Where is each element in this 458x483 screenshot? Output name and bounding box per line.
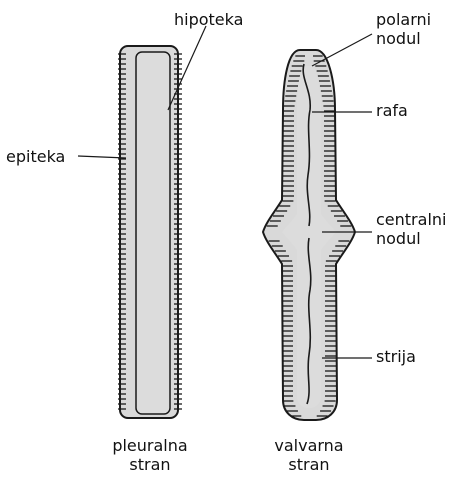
label-polarni-nodul-line2: nodul bbox=[376, 29, 431, 48]
hypotheca-band bbox=[136, 52, 170, 414]
caption-valvar-line2: stran bbox=[249, 455, 369, 474]
label-centralni-nodul-line2: nodul bbox=[376, 229, 446, 248]
label-centralni-nodul-line1: centralni bbox=[376, 210, 446, 229]
label-centralni-nodul: centralni nodul bbox=[376, 210, 446, 248]
valvar-view-frustule bbox=[263, 50, 355, 420]
label-polarni-nodul-line1: polarni bbox=[376, 10, 431, 29]
label-strija: strija bbox=[376, 347, 416, 366]
label-polarni-nodul: polarni nodul bbox=[376, 10, 431, 48]
label-hipoteka: hipoteka bbox=[174, 10, 243, 29]
caption-pleural: pleuralna stran bbox=[90, 436, 210, 474]
caption-pleural-line2: stran bbox=[90, 455, 210, 474]
caption-pleural-line1: pleuralna bbox=[90, 436, 210, 455]
caption-valvar-line1: valvarna bbox=[249, 436, 369, 455]
label-rafa: rafa bbox=[376, 101, 408, 120]
leader-epiteka bbox=[78, 156, 126, 158]
label-epiteka: epiteka bbox=[6, 147, 65, 166]
pleural-view-frustule bbox=[118, 46, 182, 418]
leader-polarni-nodul bbox=[312, 34, 372, 66]
caption-valvar: valvarna stran bbox=[249, 436, 369, 474]
